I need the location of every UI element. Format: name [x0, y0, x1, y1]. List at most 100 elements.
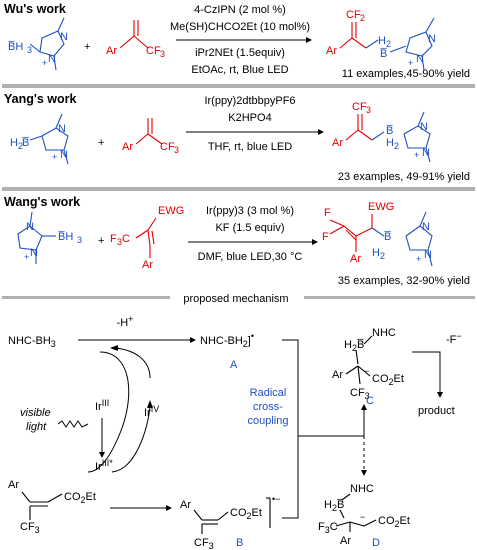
wu-cond-2: Me(SH)CHCO2Et (10 mol%)	[170, 21, 310, 33]
wu-cond-3: iPr2NEt (1.5equiv)	[195, 47, 285, 59]
ir3: IrIII	[95, 398, 109, 413]
arrow-to-product	[412, 351, 441, 392]
svg-text:+: +	[24, 252, 29, 262]
mech-divider-right	[304, 296, 475, 299]
svg-text:N: N	[60, 31, 68, 43]
svg-text:Ar: Ar	[326, 45, 337, 57]
svg-text:N: N	[422, 221, 430, 233]
svg-text:+: +	[416, 254, 421, 264]
svg-text:NHC: NHC	[350, 483, 374, 495]
svg-text:B̅: B̅	[379, 48, 387, 60]
label-d: D	[372, 537, 380, 549]
svg-text:−: −	[364, 366, 369, 376]
cycle-left	[87, 351, 130, 473]
svg-text:F3C: F3C	[318, 521, 338, 535]
svg-text:B̅H: B̅H	[57, 231, 73, 243]
yang-cond-1: Ir(ppy)2dtbbpyPF6	[204, 95, 295, 107]
svg-text:2: 2	[380, 251, 385, 261]
svg-text:Ar: Ar	[8, 479, 19, 491]
svg-text:3: 3	[77, 235, 82, 245]
svg-text:N: N	[422, 147, 430, 159]
svg-text:Ar: Ar	[180, 499, 191, 511]
divider-1	[2, 84, 475, 88]
svg-text:N: N	[60, 149, 68, 161]
svg-text:F: F	[322, 231, 329, 243]
yang-cond-2: K2HPO4	[228, 112, 271, 124]
mech-radical-a: NHC-BH2]•	[200, 331, 254, 349]
wu-cond-1: 4-CzIPN (2 mol %)	[194, 4, 286, 16]
svg-text:N: N	[416, 53, 424, 65]
svg-text:Ar: Ar	[332, 137, 343, 149]
svg-text:B̅: B̅	[385, 125, 393, 137]
wu-title: Wu's work	[4, 2, 66, 16]
svg-text:Ar: Ar	[350, 253, 361, 265]
wu-plus: +	[84, 41, 90, 53]
svg-text:H2B̅: H2B̅	[344, 339, 364, 353]
wang-cond-3: DMF, blue LED,30 °C	[198, 251, 303, 263]
svg-text:Ar: Ar	[332, 369, 343, 381]
wu-result: 11 examples,45-90% yield	[342, 68, 470, 80]
svg-text:CF: CF	[352, 101, 367, 113]
svg-text:N: N	[26, 221, 34, 233]
yang-title: Yang's work	[4, 92, 76, 106]
svg-text:CF3: CF3	[350, 387, 370, 401]
svg-text:CO2Et: CO2Et	[378, 515, 410, 529]
svg-text:F: F	[110, 233, 117, 245]
svg-text:Ar: Ar	[142, 259, 153, 271]
svg-text:H: H	[386, 137, 394, 149]
adduct-c: H2B̅ NHC Ar CO2Et − CF3	[332, 327, 404, 401]
light-wave	[57, 420, 89, 428]
adduct-d: NHC H2B̅ F3C Ar − CO2Et	[318, 483, 410, 547]
coupling-bracket	[282, 339, 299, 519]
ir3-star: IrIII*	[95, 458, 113, 473]
yang-cond-3: THF, rt, blue LED	[208, 141, 292, 153]
svg-text:3: 3	[366, 105, 371, 115]
radical-coupling-2: cross-	[253, 401, 283, 413]
svg-text:B̅H: B̅H	[7, 41, 23, 53]
wang-title: Wang's work	[4, 195, 80, 209]
yang-plus: +	[98, 137, 104, 149]
mech-alkene: Ar CO2Et CF3	[8, 479, 96, 535]
wang-result: 35 examples, 32-90% yield	[338, 275, 470, 287]
visible-light-1: visible	[20, 407, 51, 419]
svg-text:+: +	[408, 58, 413, 68]
svg-text:CF: CF	[160, 141, 175, 153]
svg-text:H2B̅: H2B̅	[324, 499, 344, 513]
mech-divider-left	[2, 296, 170, 299]
product-label: product	[418, 405, 455, 417]
svg-text:+: +	[414, 150, 419, 160]
radical-coupling-1: Radical	[250, 387, 287, 399]
svg-text:−: −	[360, 512, 365, 522]
label-a: A	[230, 359, 238, 371]
svg-text:NHC: NHC	[372, 327, 396, 339]
svg-text:3: 3	[117, 237, 122, 247]
svg-text:N: N	[424, 249, 432, 261]
svg-text:3: 3	[160, 49, 165, 59]
svg-text:N: N	[48, 53, 56, 65]
svg-text:CF: CF	[146, 45, 161, 57]
svg-text:CF3: CF3	[20, 521, 40, 535]
svg-text:B̅: B̅	[383, 231, 391, 243]
svg-text:Ar: Ar	[106, 45, 117, 57]
svg-text:2: 2	[18, 141, 23, 151]
visible-light-2: light	[26, 421, 47, 433]
mech-nhc-bh3: NHC-BH3	[8, 335, 56, 349]
svg-text:N: N	[420, 121, 428, 133]
svg-text:B̅: B̅	[21, 137, 29, 149]
mechanism-header: proposed mechanism	[183, 293, 288, 305]
svg-text:CF: CF	[346, 9, 361, 21]
wang-plus: +	[98, 235, 104, 247]
svg-text:Ar: Ar	[122, 141, 133, 153]
fluoride-loss: -F−	[446, 331, 462, 346]
svg-text:H: H	[378, 35, 386, 47]
svg-text:C: C	[122, 233, 130, 245]
svg-text:+: +	[42, 58, 47, 68]
svg-text:H: H	[372, 247, 380, 259]
